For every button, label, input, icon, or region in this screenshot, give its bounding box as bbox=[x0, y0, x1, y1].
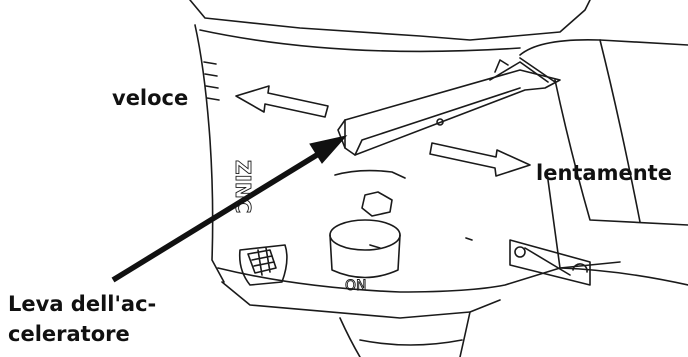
label-throttle-lever-line2: celeratore bbox=[8, 319, 156, 349]
carburettor-knob bbox=[362, 192, 392, 216]
engine-bottom-neck bbox=[340, 312, 470, 357]
carburettor-shaft bbox=[335, 171, 405, 178]
label-throttle-lever-line1: Leva dell'ac- bbox=[8, 289, 156, 319]
carburettor-side bbox=[330, 235, 400, 278]
lever-pointer-line bbox=[113, 150, 325, 280]
throttle-lever bbox=[345, 70, 560, 155]
air-filter-lower bbox=[555, 80, 688, 225]
air-filter-outline bbox=[520, 40, 688, 55]
slow-direction-arrow bbox=[430, 143, 530, 176]
engine-bottom-flange bbox=[360, 340, 462, 345]
engine-top-rim bbox=[200, 30, 520, 51]
carburettor-body bbox=[330, 220, 400, 250]
label-fast: veloce bbox=[112, 86, 188, 111]
label-slow: lentamente bbox=[536, 161, 672, 186]
engine-top-housing bbox=[190, 0, 590, 40]
label-throttle-lever: Leva dell'ac- celeratore bbox=[8, 289, 156, 349]
fast-direction-arrow bbox=[236, 86, 328, 117]
air-filter-edge bbox=[600, 40, 640, 222]
mounting-bolt bbox=[248, 250, 276, 273]
on-marking: ON bbox=[345, 278, 367, 294]
choke-circle-icon bbox=[515, 247, 525, 257]
brand-marking: ZINC bbox=[231, 160, 255, 213]
throttle-lever-edge bbox=[338, 88, 520, 155]
